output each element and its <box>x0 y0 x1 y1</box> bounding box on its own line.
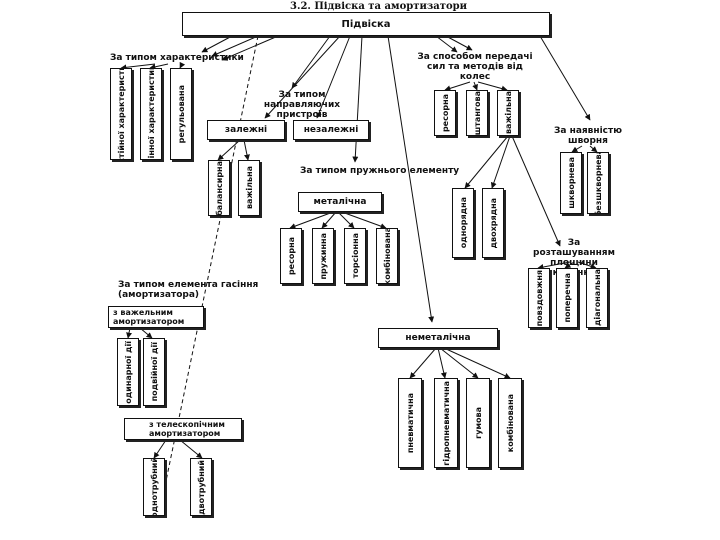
metal-item-1: ресорна <box>280 228 302 284</box>
lever-damper-box: з важельним амортизатором <box>108 306 204 328</box>
tele-damper-box: з телескопічним амортизатором <box>124 418 242 440</box>
metal-item-2: пружинна <box>312 228 334 284</box>
group-transmission-label: За способом передачі сил та методів від … <box>417 52 533 82</box>
metal-item-4: комбінована <box>376 228 398 284</box>
page-title: 3.2. Підвіска та амортизатори <box>290 1 468 12</box>
group-damper-label: За типом елемента гасіння (амортизатора) <box>118 280 259 300</box>
characteristic-item-2: змінної характеристики <box>140 68 162 160</box>
metal-item-3: торсіонна <box>344 228 366 284</box>
transmission-item-3: важільна <box>497 90 519 136</box>
metal-box: металічна <box>298 192 382 212</box>
characteristic-item-1: постійної характеристики <box>110 68 132 160</box>
characteristic-item-3: регульована <box>170 68 192 160</box>
lever-item-2: двохрядна <box>482 188 504 258</box>
nonmetal-item-3: гумова <box>466 378 490 468</box>
lever-item-1: однорядна <box>452 188 474 258</box>
plane-item-3: діагональна <box>586 268 608 328</box>
plane-item-2: поперечна <box>556 268 578 328</box>
plane-item-1: повздовжня <box>528 268 550 328</box>
root-label: Підвіска <box>341 18 391 30</box>
speed-item-1: шкворнева <box>560 152 582 214</box>
group-spring-label: За типом пружнього елементу <box>300 166 460 176</box>
group-speed-label: За наявністю шворня <box>554 126 622 146</box>
group-characteristic-label: За типом характеристики <box>110 53 244 63</box>
lever-damper-item-1: одинарної дії <box>117 338 139 406</box>
group-guide-label: За типом направляючих пристроїв <box>263 90 341 120</box>
nonmetal-item-4: комбінована <box>498 378 522 468</box>
dependent-item-2: важільна <box>238 160 260 216</box>
nonmetal-item-1: пневматична <box>398 378 422 468</box>
tele-damper-item-2: двотрубний <box>190 458 212 516</box>
lever-damper-item-2: подвійної дії <box>143 338 165 406</box>
transmission-item-1: ресорна <box>434 90 456 136</box>
speed-item-2: безшкворнева <box>587 152 609 214</box>
tele-damper-item-1: однотрубний <box>143 458 165 516</box>
nonmetal-box: неметалічна <box>378 328 498 348</box>
guide-dependent-box: залежні <box>207 120 285 140</box>
dependent-item-1: балансирна <box>208 160 230 216</box>
nonmetal-item-2: гідропневматична <box>434 378 458 468</box>
transmission-item-2: штангова <box>466 90 488 136</box>
guide-independent-box: незалежні <box>293 120 369 140</box>
root-box: Підвіска <box>182 12 550 36</box>
